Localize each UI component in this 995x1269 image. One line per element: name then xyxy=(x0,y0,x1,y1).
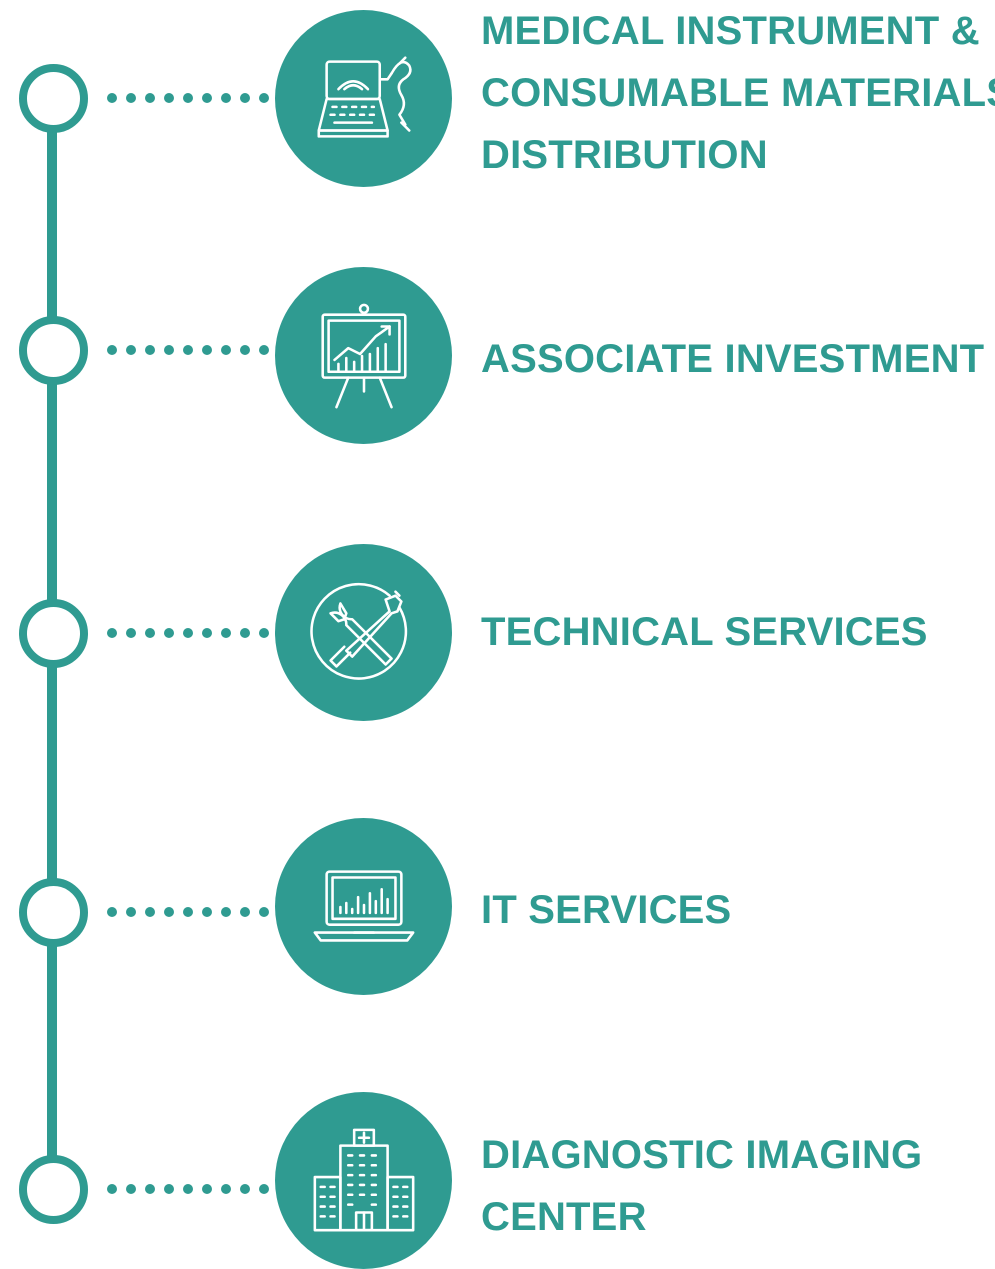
timeline-node-5 xyxy=(19,1155,88,1224)
connector-dot xyxy=(259,1184,269,1194)
connector-dot xyxy=(126,628,136,638)
connector-dot xyxy=(164,93,174,103)
service-label-3: TECHNICAL SERVICES xyxy=(481,601,986,663)
connector-dot xyxy=(221,907,231,917)
connector-dot xyxy=(240,1184,250,1194)
connector-dot xyxy=(259,93,269,103)
connector-dot xyxy=(259,907,269,917)
service-label-1-line-2: CONSUMABLE MATERIALS xyxy=(481,71,995,115)
service-label-3-line-1: TECHNICAL SERVICES xyxy=(481,610,928,654)
investment-chart-easel-icon xyxy=(275,267,452,444)
timeline-node-3 xyxy=(19,599,88,668)
connector-dot xyxy=(145,628,155,638)
connector-dot xyxy=(164,907,174,917)
connector-dot xyxy=(240,345,250,355)
service-label-2-line-1: ASSOCIATE INVESTMENT xyxy=(481,337,985,381)
connector-dot xyxy=(183,93,193,103)
connector-dot xyxy=(126,345,136,355)
laptop-chart-icon xyxy=(275,818,452,995)
timeline-node-4 xyxy=(19,878,88,947)
connector-dot xyxy=(240,628,250,638)
connector-dot xyxy=(240,907,250,917)
service-label-4: IT SERVICES xyxy=(481,879,986,941)
timeline-node-2 xyxy=(19,316,88,385)
hospital-building-icon xyxy=(275,1092,452,1269)
connector-dot xyxy=(126,907,136,917)
connector-dot xyxy=(126,93,136,103)
service-label-1: MEDICAL INSTRUMENT & CONSUMABLE MATERIAL… xyxy=(481,0,995,186)
connector-dot xyxy=(259,345,269,355)
connector-dot xyxy=(164,628,174,638)
service-label-5: DIAGNOSTIC IMAGING CENTER xyxy=(481,1124,986,1248)
service-label-5-line-2: CENTER xyxy=(481,1195,647,1239)
service-label-5-line-1: DIAGNOSTIC IMAGING xyxy=(481,1133,923,1177)
connector-dot xyxy=(221,1184,231,1194)
service-label-4-line-1: IT SERVICES xyxy=(481,888,732,932)
connector-dot xyxy=(164,345,174,355)
dotted-connector-5 xyxy=(90,1184,270,1194)
timeline-node-1 xyxy=(19,64,88,133)
connector-dot xyxy=(221,345,231,355)
connector-dot xyxy=(221,628,231,638)
ultrasound-machine-icon xyxy=(275,10,452,187)
connector-dot xyxy=(202,93,212,103)
connector-dot xyxy=(202,1184,212,1194)
connector-dot xyxy=(202,345,212,355)
connector-dot xyxy=(145,93,155,103)
connector-dot xyxy=(259,628,269,638)
connector-dot xyxy=(183,628,193,638)
dotted-connector-2 xyxy=(90,345,270,355)
connector-dot xyxy=(183,907,193,917)
wrench-screwdriver-icon xyxy=(275,544,452,721)
connector-dot xyxy=(107,628,117,638)
dotted-connector-1 xyxy=(90,93,270,103)
connector-dot xyxy=(145,907,155,917)
connector-dot xyxy=(145,345,155,355)
connector-dot xyxy=(107,345,117,355)
dotted-connector-4 xyxy=(90,907,270,917)
connector-dot xyxy=(145,1184,155,1194)
connector-dot xyxy=(221,93,231,103)
dotted-connector-3 xyxy=(90,628,270,638)
service-label-1-line-3: DISTRIBUTION xyxy=(481,133,768,177)
service-label-1-line-1: MEDICAL INSTRUMENT & xyxy=(481,9,980,53)
connector-dot xyxy=(164,1184,174,1194)
connector-dot xyxy=(183,1184,193,1194)
connector-dot xyxy=(107,907,117,917)
service-label-2: ASSOCIATE INVESTMENT xyxy=(481,328,986,390)
connector-dot xyxy=(202,907,212,917)
connector-dot xyxy=(107,1184,117,1194)
connector-dot xyxy=(183,345,193,355)
connector-dot xyxy=(107,93,117,103)
connector-dot xyxy=(126,1184,136,1194)
connector-dot xyxy=(202,628,212,638)
connector-dot xyxy=(240,93,250,103)
